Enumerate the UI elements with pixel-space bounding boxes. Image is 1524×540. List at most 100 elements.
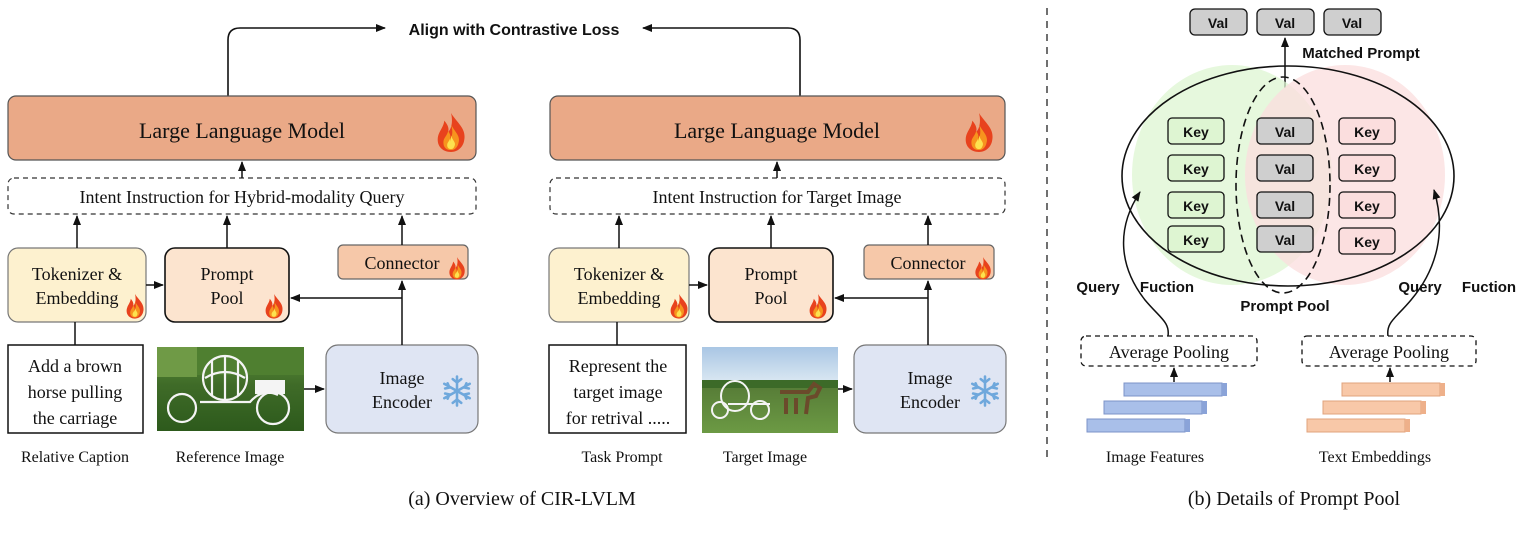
prompt-pool-label: Prompt Pool	[1240, 298, 1329, 315]
top-val-label-2: Val	[1275, 15, 1295, 31]
query-label-left: Query	[1076, 279, 1120, 296]
reference-image	[157, 347, 304, 431]
target-image	[702, 347, 838, 433]
left-caption-line2: horse pulling	[28, 382, 123, 402]
left-tokenizer-line1: Tokenizer &	[32, 264, 122, 284]
right-encoder-box	[853, 344, 1007, 434]
top-val-box-3	[1323, 8, 1382, 36]
matched-prompt-label: Matched Prompt	[1302, 45, 1420, 62]
arrow-right-query-function	[1387, 189, 1441, 337]
arrow-left-query-function	[1122, 191, 1169, 337]
image-features-label: Image Features	[1106, 449, 1204, 466]
left-caption-line1: Add a brown	[28, 356, 122, 376]
right-tokenizer-line1: Tokenizer &	[574, 264, 664, 284]
avg-pool-right-box	[1301, 335, 1477, 367]
key-right-3	[1338, 191, 1396, 219]
right-panel: Large Language Model Intent Instruction …	[548, 95, 1007, 466]
key-left-1	[1167, 117, 1225, 145]
right-tokenizer-line2: Embedding	[578, 288, 661, 308]
key-right-label-4: Key	[1354, 234, 1380, 250]
left-caption-line3: the carriage	[33, 408, 117, 428]
right-caption-label: Task Prompt	[581, 449, 663, 466]
right-caption-line1: Represent the	[569, 356, 667, 376]
caption-a: (a) Overview of CIR-LVLM	[408, 488, 636, 510]
left-image-label: Reference Image	[176, 449, 285, 466]
left-encoder-line2: Encoder	[372, 392, 432, 412]
caption-b: (b) Details of Prompt Pool	[1188, 488, 1401, 510]
keys-left-column: Key Key Key Key	[1167, 117, 1225, 253]
left-prompt-pool-line2: Pool	[210, 288, 243, 308]
key-left-3	[1167, 191, 1225, 219]
image-features-stack	[1086, 382, 1227, 433]
key-left-4	[1167, 225, 1225, 253]
right-connector-label: Connector	[891, 253, 966, 273]
text-embeddings-stack	[1306, 382, 1445, 433]
right-prompt-pool-line1: Prompt	[744, 264, 797, 284]
left-tokenizer-line2: Embedding	[36, 288, 119, 308]
query-label-right: Query	[1398, 279, 1442, 296]
val-mid-4	[1256, 225, 1314, 253]
key-left-2	[1167, 154, 1225, 182]
keys-right-column: Key Key Key Key	[1338, 117, 1396, 255]
right-prompt-pool-line2: Pool	[754, 288, 787, 308]
top-val-box-2	[1256, 8, 1315, 36]
right-encoder-line2: Encoder	[900, 392, 960, 412]
val-mid-label-1: Val	[1275, 124, 1295, 140]
left-llm-label: Large Language Model	[139, 118, 345, 143]
top-val-label-3: Val	[1342, 15, 1362, 31]
right-encoder-line1: Image	[908, 368, 953, 388]
key-left-label-2: Key	[1183, 161, 1209, 177]
top-val-label-1: Val	[1208, 15, 1228, 31]
arrow-left-llm-to-loss	[227, 24, 386, 96]
contrastive-loss-label: Align with Contrastive Loss	[409, 22, 620, 39]
vals-middle-column: Val Val Val Val	[1256, 117, 1314, 253]
left-caption-label: Relative Caption	[21, 449, 129, 466]
right-connector-box	[863, 244, 995, 280]
left-llm-box	[7, 95, 477, 161]
right-caption-line3: for retrival .....	[566, 408, 670, 428]
text-embeddings-label: Text Embeddings	[1319, 449, 1431, 466]
key-left-label-3: Key	[1183, 198, 1209, 214]
left-intent-label: Intent Instruction for Hybrid-modality Q…	[80, 187, 405, 207]
left-panel: Large Language Model Intent Instruction …	[7, 95, 479, 466]
avg-pool-left-box	[1080, 335, 1258, 367]
right-caption-box	[548, 344, 687, 434]
val-mid-2	[1256, 154, 1314, 182]
left-tokenizer-box	[7, 247, 147, 323]
left-encoder-line1: Image	[380, 368, 425, 388]
key-left-label-4: Key	[1183, 232, 1209, 248]
top-val-box-1	[1189, 8, 1248, 36]
key-right-label-2: Key	[1354, 161, 1380, 177]
pool-match-dashed-ellipse	[1235, 76, 1331, 294]
fuction-label-right: Fuction	[1462, 279, 1516, 296]
right-llm-label: Large Language Model	[674, 118, 880, 143]
right-llm-box	[549, 95, 1006, 161]
fuction-label-left: Fuction	[1140, 279, 1194, 296]
left-connector-box	[337, 244, 469, 280]
prompt-pool-detail: Val Val Val Matched Prompt Key Key Key K…	[1076, 8, 1516, 466]
left-caption-box	[7, 344, 144, 434]
right-intent-box	[549, 177, 1006, 215]
key-left-label-1: Key	[1183, 124, 1209, 140]
key-right-4	[1338, 227, 1396, 255]
right-image-label: Target Image	[723, 449, 807, 466]
right-caption-line2: target image	[573, 382, 662, 402]
val-mid-label-2: Val	[1275, 161, 1295, 177]
right-tokenizer-box	[548, 247, 690, 323]
val-mid-label-4: Val	[1275, 232, 1295, 248]
val-mid-3	[1256, 191, 1314, 219]
avg-pool-right-label: Average Pooling	[1329, 342, 1449, 362]
arrow-right-llm-to-loss	[642, 24, 801, 96]
val-mid-1	[1256, 117, 1314, 145]
key-right-label-3: Key	[1354, 198, 1380, 214]
val-mid-label-3: Val	[1275, 198, 1295, 214]
right-intent-label: Intent Instruction for Target Image	[653, 187, 902, 207]
avg-pool-left-label: Average Pooling	[1109, 342, 1229, 362]
left-prompt-pool-line1: Prompt	[200, 264, 253, 284]
left-connector-label: Connector	[365, 253, 440, 273]
key-right-1	[1338, 117, 1396, 145]
pool-outer-ellipse	[1121, 65, 1455, 287]
key-right-2	[1338, 154, 1396, 182]
key-right-label-1: Key	[1354, 124, 1380, 140]
